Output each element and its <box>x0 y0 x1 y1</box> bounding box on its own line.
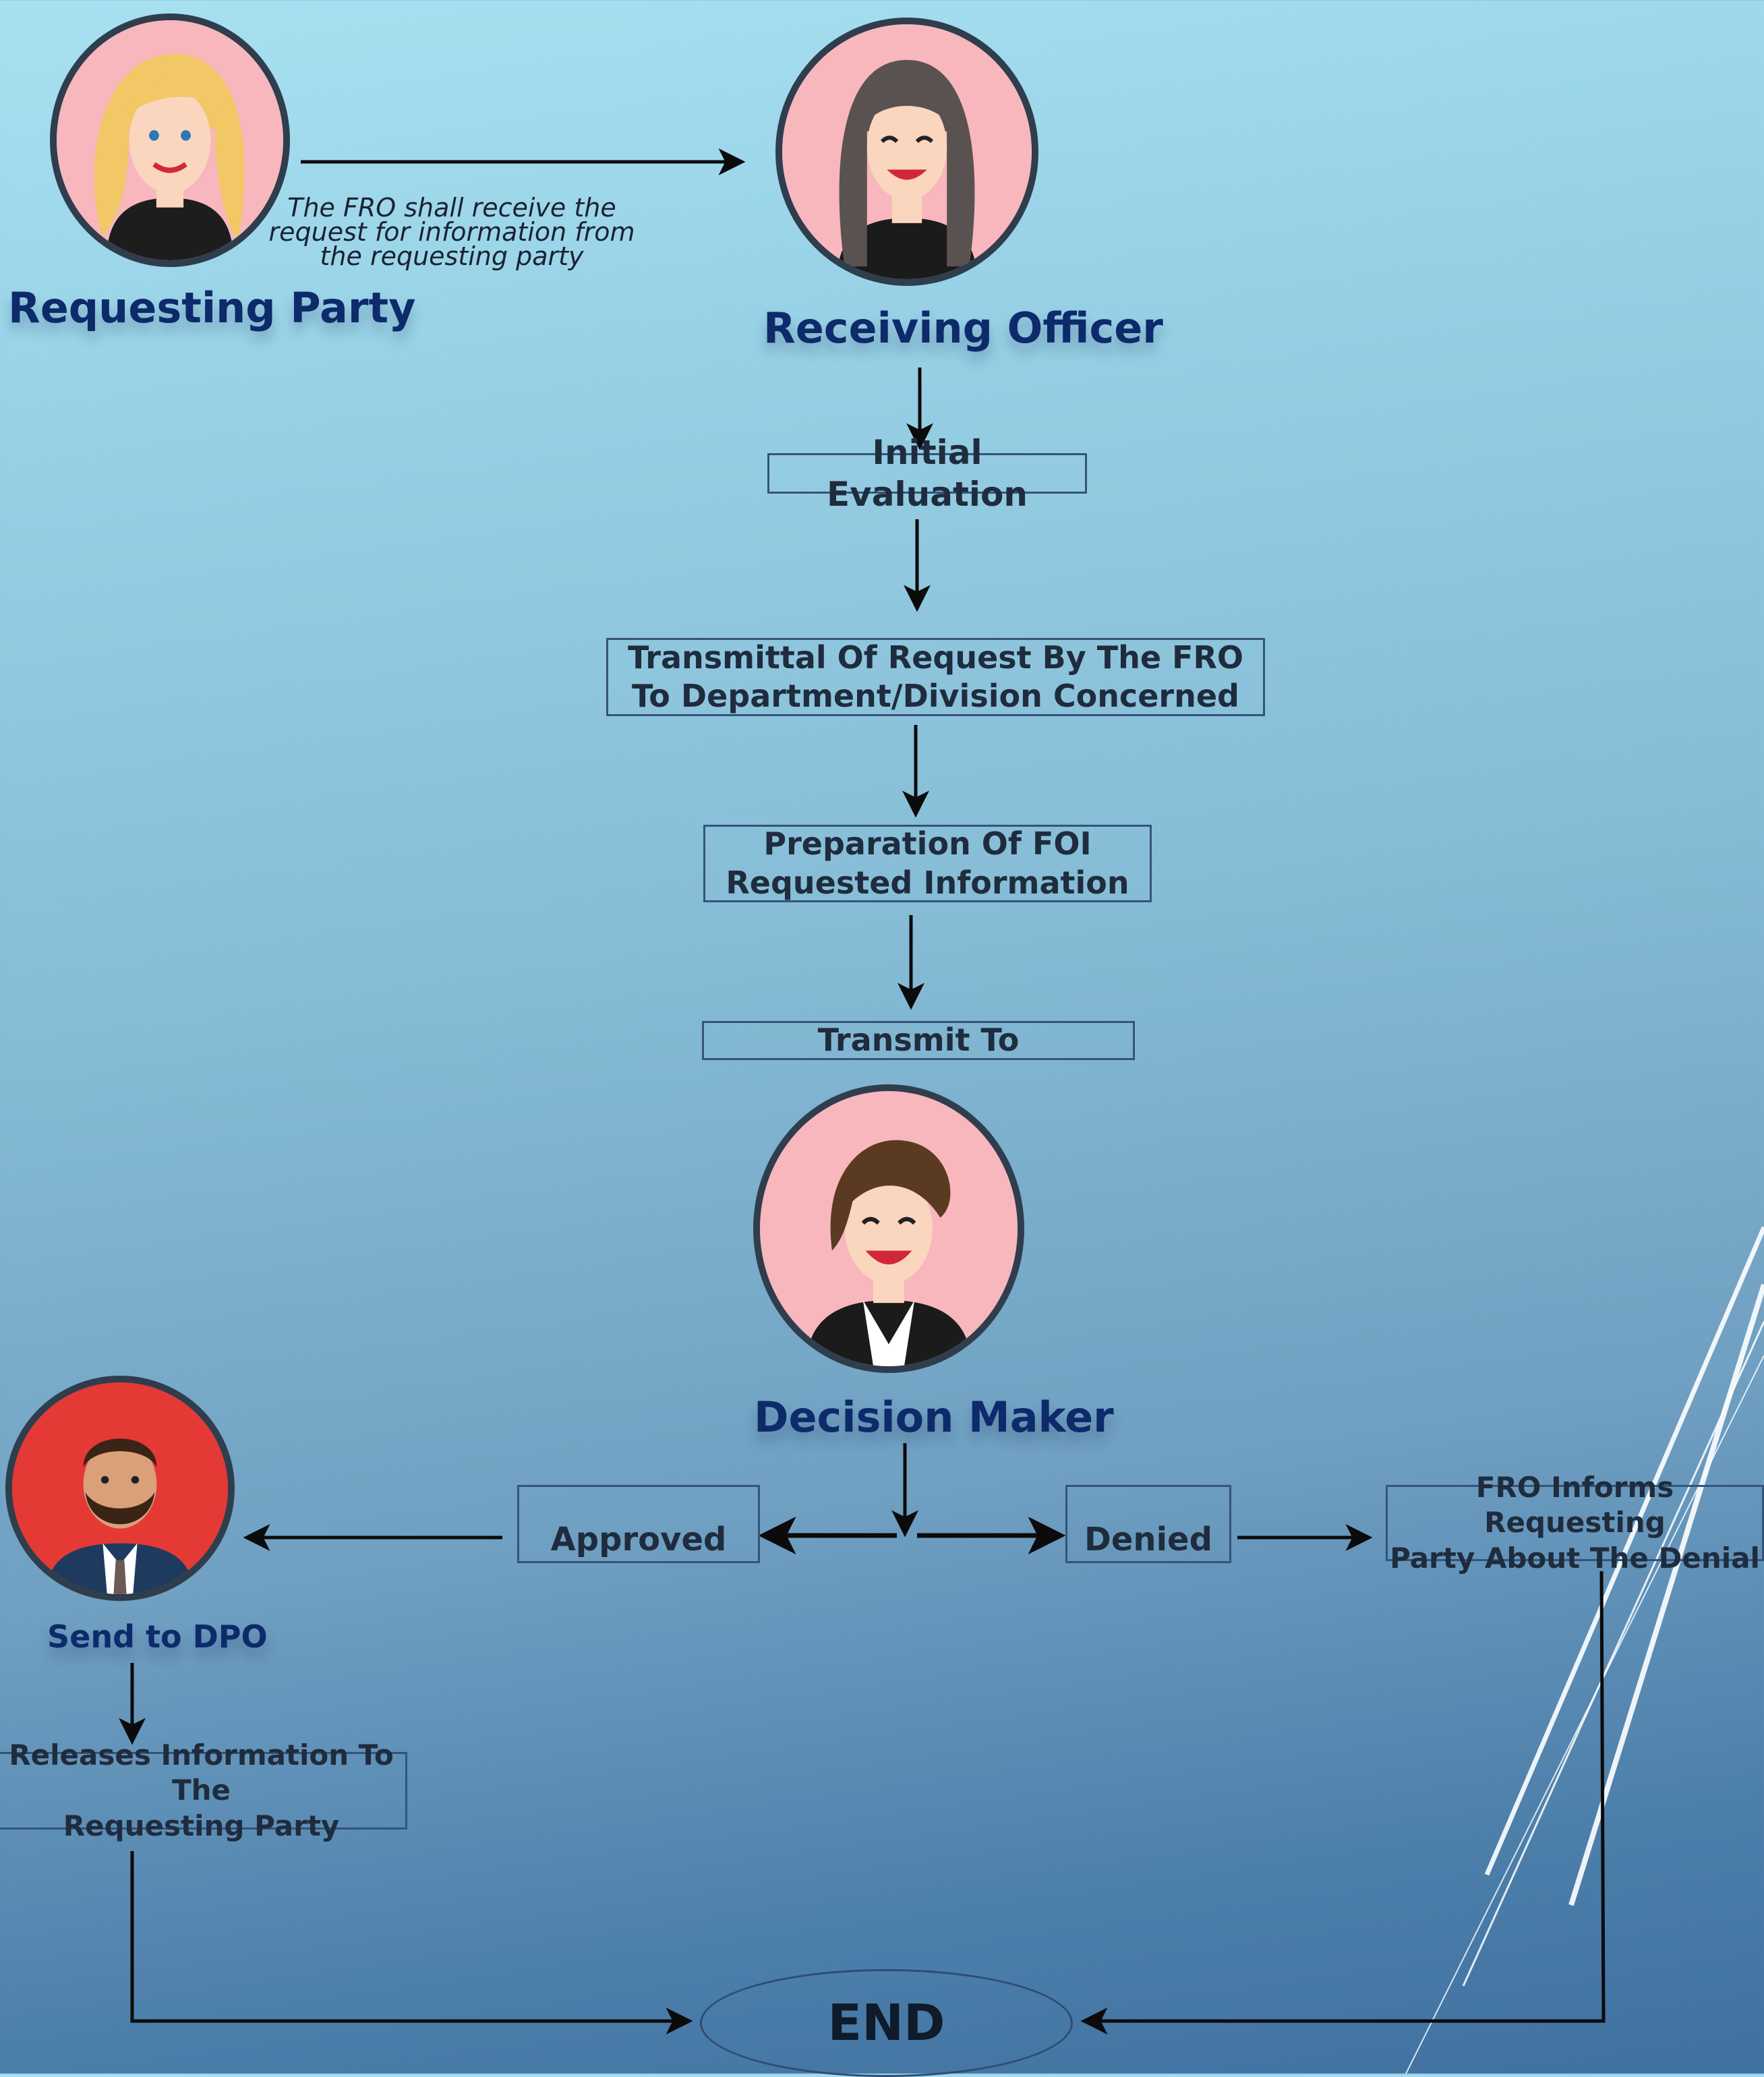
preparation-line-1: Preparation Of FOI <box>763 825 1092 862</box>
dpo-avatar <box>5 1376 235 1601</box>
releases-line-2: Requesting Party <box>63 1809 340 1842</box>
transmit-to-text: Transmit To <box>817 1022 1020 1059</box>
decision-maker-avatar <box>753 1084 1024 1373</box>
receive-request-note: The FRO shall receive the request for in… <box>256 193 647 272</box>
transmit-to-box: Transmit To <box>702 1021 1135 1060</box>
initial-evaluation-box: Initial Evaluation <box>767 433 1087 514</box>
fro-informs-line-1: FRO Informs Requesting <box>1475 1470 1674 1540</box>
preparation-box: Preparation Of FOI Requested Information <box>703 825 1152 902</box>
requesting-party-label: Requesting Party <box>8 283 416 332</box>
note-line-1: The FRO shall receive the <box>287 193 616 223</box>
blonde-woman-avatar-icon <box>57 20 283 260</box>
fro-informs-box: FRO Informs Requesting Party About The D… <box>1386 1471 1764 1575</box>
note-line-3: the requesting party <box>320 241 584 272</box>
denied-text: Denied <box>1084 1521 1212 1558</box>
denied-box: Denied <box>1065 1485 1231 1563</box>
fro-informs-line-2: Party About The Denial <box>1390 1541 1760 1575</box>
releases-info-box: Releases Information To The Requesting P… <box>0 1738 407 1842</box>
requesting-party-avatar <box>50 13 290 267</box>
arrow-releases-to-end <box>130 1851 693 2035</box>
end-text: END <box>827 1994 945 2052</box>
arrow-fro-to-end <box>1080 1571 1606 2035</box>
transmittal-line-1: Transmittal Of Request By The FRO <box>627 639 1244 676</box>
bearded-man-avatar-icon <box>12 1382 228 1594</box>
releases-line-1: Releases Information To The <box>9 1738 394 1807</box>
transmittal-line-2: To Department/Division Concerned <box>632 678 1239 714</box>
dpo-label: Send to DPO <box>47 1618 268 1655</box>
dark-hair-woman-avatar-icon <box>782 24 1032 279</box>
receiving-officer-avatar <box>775 18 1038 286</box>
decision-maker-label: Decision Maker <box>754 1393 1114 1442</box>
short-hair-woman-avatar-icon <box>760 1091 1018 1366</box>
end-node: END <box>700 1969 1073 2077</box>
preparation-line-2: Requested Information <box>726 864 1129 901</box>
transmittal-box: Transmittal Of Request By The FRO To Dep… <box>606 638 1265 716</box>
note-line-2: request for information from <box>268 217 635 247</box>
approved-box: Approved <box>517 1485 760 1563</box>
approved-text: Approved <box>550 1521 727 1558</box>
receiving-officer-label: Receiving Officer <box>763 303 1163 353</box>
initial-evaluation-text: Initial Evaluation <box>827 432 1028 515</box>
